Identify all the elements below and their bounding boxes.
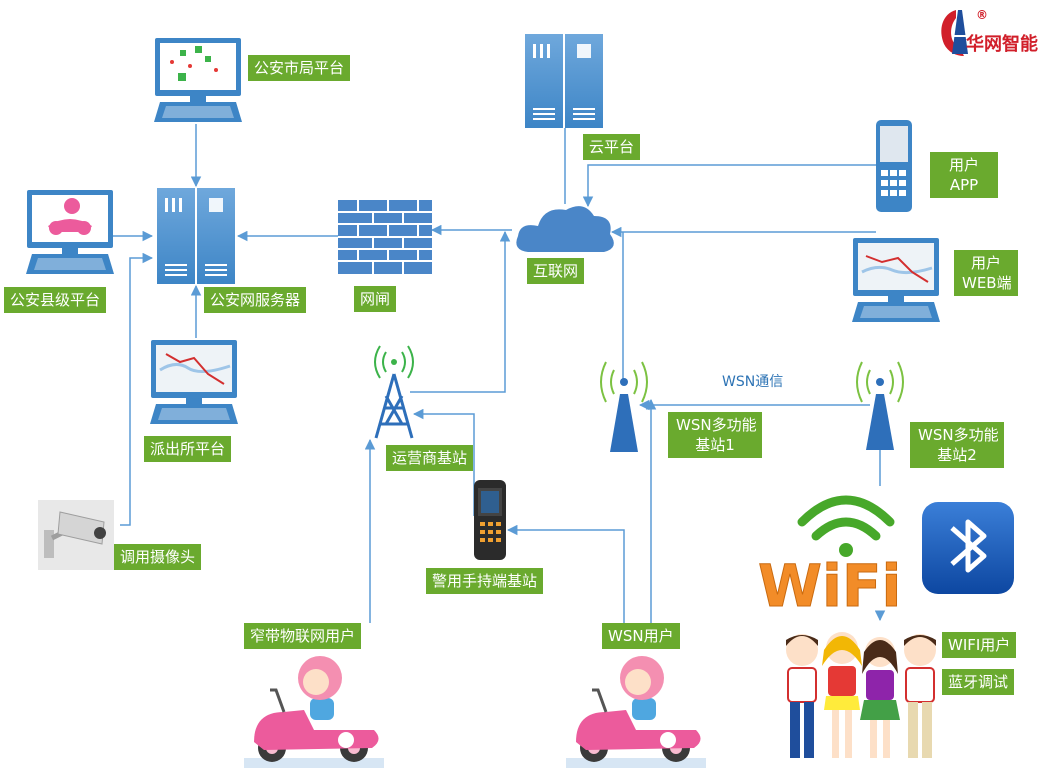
label-wsn-station-1: WSN多功能 基站1 <box>668 412 762 458</box>
user-figure-2 <box>822 632 862 758</box>
wsn-antenna-1-icon <box>600 361 648 452</box>
security-camera-icon <box>38 500 114 570</box>
label-user-app: 用户 APP <box>930 152 998 198</box>
cloud-server-icon <box>525 34 603 128</box>
phone-icon <box>876 120 912 212</box>
label-county-platform: 公安县级平台 <box>4 287 107 313</box>
scooter-rider-2 <box>566 656 706 768</box>
internet-cloud-icon <box>516 206 614 252</box>
label-wifi-user: WIFI用户 <box>942 632 1017 658</box>
police-server-icon <box>157 188 235 284</box>
wsn-antenna-2-icon <box>856 361 904 450</box>
label-bluetooth-debug: 蓝牙调试 <box>942 669 1015 695</box>
bluetooth-icon <box>922 502 1014 594</box>
station-platform-laptop <box>150 340 238 424</box>
label-wsn-station-2-line1: WSN多功能 <box>918 426 999 444</box>
user-figure-1 <box>786 634 818 758</box>
wifi-users-group <box>786 632 936 758</box>
label-cloud-platform: 云平台 <box>583 134 641 160</box>
label-iot-user: 窄带物联网用户 <box>244 623 362 649</box>
wifi-logo-text: WiFi <box>758 552 901 620</box>
label-wsn-user: WSN用户 <box>602 623 680 649</box>
label-wsn-comm: WSN通信 <box>722 374 784 390</box>
label-camera: 调用摄像头 <box>114 544 202 570</box>
company-name: 华网智能 <box>966 34 1038 55</box>
label-user-web-line1: 用户 <box>970 254 1001 272</box>
scooter-rider-1 <box>244 656 384 768</box>
label-user-app-line1: 用户 <box>948 156 979 174</box>
label-user-web: 用户 WEB端 <box>954 250 1018 296</box>
label-city-platform: 公安市局平台 <box>248 55 351 81</box>
label-handheld-station: 警用手持端基站 <box>426 568 544 594</box>
label-internet: 互联网 <box>527 258 585 284</box>
label-wsn-station-2: WSN多功能 基站2 <box>910 422 1004 468</box>
county-platform-laptop <box>26 190 114 274</box>
user-figure-4 <box>904 634 936 758</box>
user-web-laptop <box>852 238 940 322</box>
city-platform-laptop <box>154 38 242 122</box>
label-station-platform: 派出所平台 <box>144 436 232 462</box>
connector-lines <box>112 124 886 623</box>
label-wsn-station-2-line2: 基站2 <box>937 446 977 464</box>
company-logo-text-group: ® 华网智能 <box>932 6 1050 58</box>
user-figure-3 <box>860 637 900 758</box>
firewall-icon <box>338 200 432 274</box>
wifi-logo: WiFi <box>758 495 902 621</box>
label-wsn-station-1-line1: WSN多功能 <box>676 416 757 434</box>
label-carrier-station: 运营商基站 <box>386 445 474 471</box>
registered-mark: ® <box>976 8 988 22</box>
label-wsn-station-1-line2: 基站1 <box>695 436 735 454</box>
handheld-terminal-icon <box>474 480 506 560</box>
company-logo <box>941 10 968 56</box>
label-user-app-line2: APP <box>949 176 979 194</box>
label-user-web-line2: WEB端 <box>962 274 1012 292</box>
carrier-tower-icon <box>374 345 414 439</box>
label-police-server: 公安网服务器 <box>204 287 307 313</box>
label-gateway: 网闸 <box>354 286 397 312</box>
